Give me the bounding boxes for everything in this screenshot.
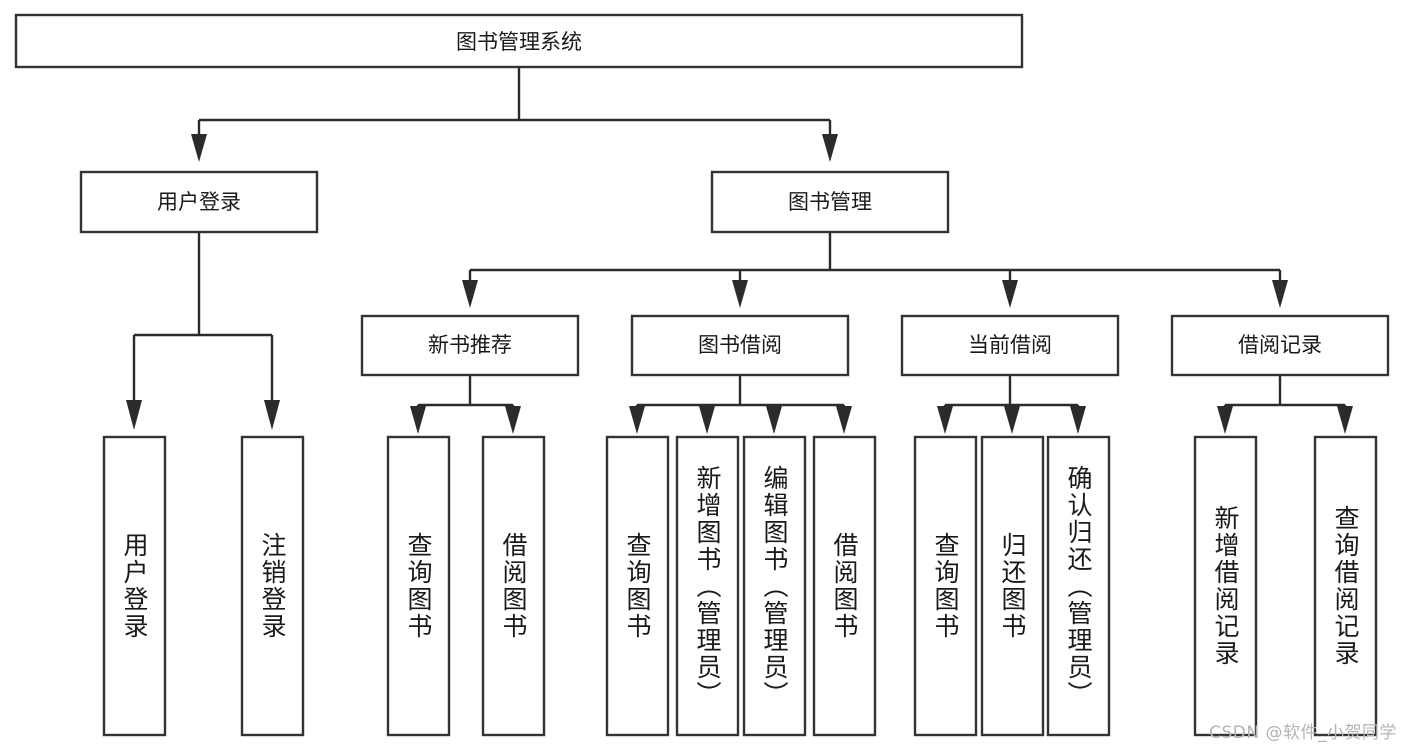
node-box-user-login[interactable]	[79, 170, 319, 234]
node-box-root[interactable]	[14, 13, 1024, 69]
node-box-leaf-return-book[interactable]	[980, 435, 1045, 737]
node-box-leaf-query-book-2[interactable]	[605, 435, 670, 737]
arrowhead-leaf-user-logout	[264, 400, 280, 430]
arrowhead-leaf-borrow-book-1	[505, 406, 521, 434]
node-label-user-login: 用户登录	[157, 190, 241, 214]
arrowhead-leaf-user-login	[126, 400, 142, 430]
node-box-book-borrow[interactable]	[630, 314, 850, 377]
node-box-leaf-query-borrow-record[interactable]	[1313, 435, 1378, 737]
arrowhead-leaf-borrow-book-2	[836, 406, 852, 434]
node-box-borrow-record[interactable]	[1170, 314, 1390, 377]
arrowhead-leaf-edit-book	[766, 406, 782, 434]
node-box-leaf-add-borrow-record[interactable]	[1193, 435, 1258, 737]
node-box-current-borrow[interactable]	[900, 314, 1120, 377]
arrowhead-current-borrow	[1002, 280, 1018, 308]
node-box-leaf-borrow-book-1[interactable]	[481, 435, 546, 737]
node-box-leaf-query-book-1[interactable]	[386, 435, 451, 737]
node-box-leaf-confirm-return[interactable]	[1046, 435, 1111, 737]
arrowhead-leaf-add-borrow-record	[1217, 406, 1233, 434]
csdn-watermark: CSDN @软件_小贺同学	[1209, 723, 1397, 743]
arrowhead-book-manage	[822, 134, 838, 162]
node-label-borrow-record: 借阅记录	[1238, 333, 1322, 357]
arrowhead-book-borrow	[732, 280, 748, 308]
arrowhead-borrow-record	[1272, 280, 1288, 308]
arrowhead-leaf-query-book-2	[629, 406, 645, 434]
arrowhead-leaf-query-book-3	[937, 406, 953, 434]
node-box-leaf-add-book[interactable]	[675, 435, 740, 737]
node-label-book-borrow: 图书借阅	[698, 333, 782, 357]
node-box-new-book-recommend[interactable]	[360, 314, 580, 377]
node-label-book-manage: 图书管理	[788, 190, 872, 214]
arrowhead-new-book-recommend	[462, 280, 478, 308]
node-label-root: 图书管理系统	[456, 30, 582, 54]
arrowhead-leaf-query-borrow-record	[1337, 406, 1353, 434]
connectors-group	[126, 67, 1353, 434]
node-box-leaf-query-book-3[interactable]	[913, 435, 978, 737]
arrowhead-leaf-query-book-1	[410, 406, 426, 434]
node-box-book-manage[interactable]	[710, 170, 950, 234]
node-box-leaf-user-login[interactable]	[102, 435, 167, 737]
nodes-group: 图书管理系统 用户登录 图书管理 新书推荐 图书借阅 当前借阅 借阅记录	[14, 13, 1390, 737]
arrowhead-user-login	[191, 134, 207, 162]
arrowhead-leaf-return-book	[1004, 406, 1020, 434]
arrowhead-leaf-confirm-return	[1070, 406, 1086, 434]
node-label-current-borrow: 当前借阅	[968, 333, 1052, 357]
node-label-new-book-recommend: 新书推荐	[428, 333, 512, 357]
node-box-leaf-user-logout[interactable]	[240, 435, 305, 737]
node-box-leaf-edit-book[interactable]	[742, 435, 807, 737]
node-box-leaf-borrow-book-2[interactable]	[812, 435, 877, 737]
arrowhead-leaf-add-book	[699, 406, 715, 434]
